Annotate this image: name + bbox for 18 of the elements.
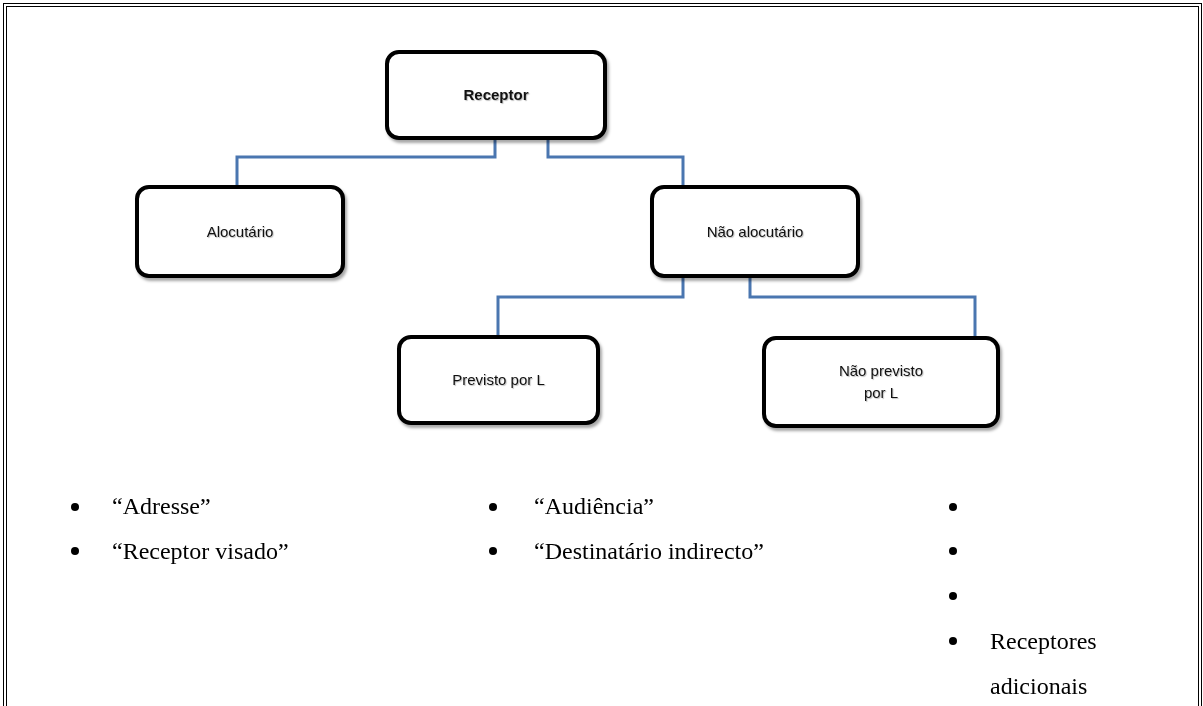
rounded-box	[397, 335, 600, 425]
rounded-box	[650, 185, 860, 278]
box-label: Não alocutário	[706, 221, 804, 242]
list-item-text: “Receptor visado”	[112, 537, 290, 566]
connector-line	[546, 140, 685, 185]
box-label: Previsto por L	[452, 370, 545, 391]
connector-line	[496, 278, 685, 335]
box-label: Não previsto por L	[837, 361, 925, 403]
list-item-text: “Destinatário indirecto”	[534, 537, 765, 566]
rounded-box	[135, 185, 345, 278]
list-item-text: Receptores adicionais	[990, 627, 1098, 701]
list-item-text: “Audiência”	[534, 492, 655, 521]
connector-line	[235, 140, 497, 185]
rounded-box	[762, 336, 1000, 428]
box-label: Receptor	[463, 85, 529, 106]
rounded-box	[385, 50, 607, 140]
list-item-text: “Adresse”	[112, 492, 212, 521]
box-label: Alocutário	[206, 221, 274, 242]
